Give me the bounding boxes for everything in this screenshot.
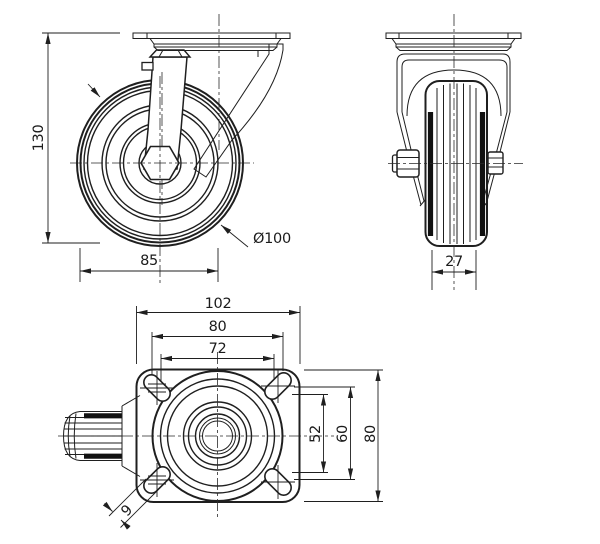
surface-leader-arrow: [87, 83, 101, 98]
plan-view: [58, 352, 334, 519]
dim-wheel-width: 27: [431, 250, 477, 290]
dim-bolt-span-x-max-label: 80: [209, 319, 227, 335]
dim-bolt-span-y-min-label: 52: [308, 425, 324, 443]
dim-wheel-diameter: Ø100: [220, 224, 291, 248]
dim-slot-width-label: 9: [118, 502, 136, 520]
dim-front-offset-label: 85: [140, 253, 158, 269]
dim-front-height-label: 130: [31, 125, 47, 152]
side-view: [385, 14, 523, 290]
dim-front-height: 130: [31, 32, 120, 244]
front-top-plate: [132, 32, 291, 51]
dim-wheel-diameter-label: Ø100: [253, 231, 291, 247]
dim-wheel-width-label: 27: [445, 254, 463, 270]
side-centerlines: [388, 14, 523, 290]
front-view: [70, 14, 291, 284]
dim-plate-width: 102: [136, 296, 301, 364]
dim-bolt-span-x-max: 80: [151, 319, 284, 374]
dim-plate-width-label: 102: [205, 296, 232, 312]
side-axle-nut: [391, 149, 504, 178]
side-fork-head: [396, 53, 511, 117]
plan-centerlines: [58, 352, 334, 519]
bolt-slot-ne: [261, 369, 295, 403]
side-top-plate: [385, 32, 522, 51]
grease-fitting: [141, 61, 154, 71]
front-centerlines: [70, 14, 254, 284]
bolt-slot-se: [261, 465, 295, 499]
dim-bolt-span-y-max-label: 60: [335, 425, 351, 443]
dim-bolt-span-x-min-label: 72: [209, 341, 227, 357]
front-fork-leg: [141, 49, 192, 205]
dim-bolt-span-y-min: 52: [292, 394, 328, 473]
dim-bolt-span-x-min: 72: [160, 341, 275, 381]
dim-bolt-span-y-max: 60: [294, 386, 355, 480]
dim-plate-depth-label: 80: [363, 425, 379, 443]
dim-plate-depth: 80: [304, 369, 383, 502]
dim-front-offset: 85: [79, 248, 219, 282]
front-fork-arm: [193, 43, 284, 178]
bolt-slot-nw: [140, 371, 174, 405]
